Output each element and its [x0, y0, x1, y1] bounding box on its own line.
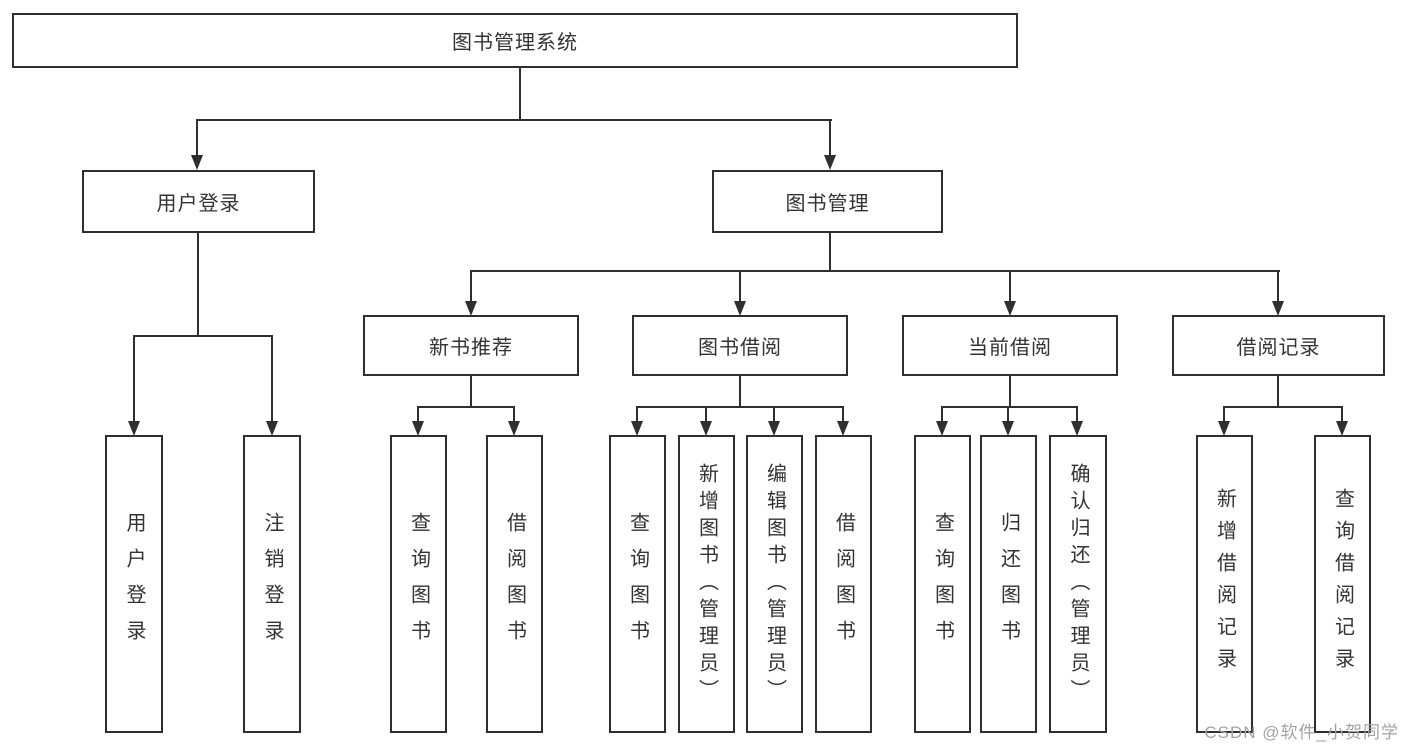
- node-leaf-br-add-record-label: 新增借阅记录: [1213, 488, 1236, 680]
- arrow-down-icon: [824, 155, 836, 170]
- node-leaf-rec-borrow-books: 借阅图书: [486, 435, 543, 733]
- arrow-down-icon: [1218, 421, 1230, 436]
- arrow-down-icon: [465, 301, 477, 316]
- connector-line: [636, 406, 638, 423]
- arrow-down-icon: [700, 421, 712, 436]
- node-borrowing-records: 借阅记录: [1172, 315, 1385, 376]
- connector-line: [1341, 406, 1343, 423]
- connector-line: [196, 119, 832, 121]
- arrow-down-icon: [936, 421, 948, 436]
- node-leaf-bb-add-books: 新增图书（管理员）: [678, 435, 735, 733]
- arrow-down-icon: [1336, 421, 1348, 436]
- connector-line: [739, 270, 741, 303]
- connector-line: [941, 406, 1078, 408]
- node-leaf-bb-edit-books-label: 编辑图书（管理员）: [763, 462, 786, 706]
- connector-line: [470, 270, 472, 303]
- node-leaf-bb-edit-books: 编辑图书（管理员）: [746, 435, 803, 733]
- arrow-down-icon: [191, 155, 203, 170]
- connector-line: [133, 335, 135, 422]
- arrow-down-icon: [508, 421, 520, 436]
- node-user-login-branch: 用户登录: [82, 170, 315, 233]
- connector-line: [271, 335, 273, 422]
- node-leaf-bb-query-books-label: 查询图书: [626, 512, 649, 656]
- node-root: 图书管理系统: [12, 13, 1018, 68]
- connector-line: [1223, 406, 1225, 423]
- connector-line: [1277, 376, 1279, 407]
- arrow-down-icon: [1272, 301, 1284, 316]
- connector-line: [470, 270, 1280, 272]
- node-leaf-bb-add-books-label: 新增图书（管理员）: [695, 462, 718, 706]
- connector-line: [773, 406, 775, 423]
- arrow-down-icon: [412, 421, 424, 436]
- arrow-down-icon: [1004, 301, 1016, 316]
- node-leaf-br-query-record-label: 查询借阅记录: [1331, 488, 1354, 680]
- arrow-down-icon: [768, 421, 780, 436]
- arrow-down-icon: [266, 421, 278, 436]
- csdn-watermark: CSDN @软件_小贺同学: [1204, 723, 1399, 742]
- node-book-borrowing: 图书借阅: [632, 315, 848, 376]
- arrow-down-icon: [128, 421, 140, 436]
- node-book-mgmt-branch: 图书管理: [712, 170, 943, 233]
- connector-line: [739, 376, 741, 407]
- node-leaf-rec-borrow-books-label: 借阅图书: [503, 512, 526, 656]
- node-leaf-cb-query-books-label: 查询图书: [931, 512, 954, 656]
- node-book-mgmt-branch-label: 图书管理: [785, 193, 870, 215]
- connector-line: [1076, 406, 1078, 423]
- connector-line: [197, 233, 199, 336]
- node-leaf-bb-query-books: 查询图书: [609, 435, 666, 733]
- connector-line: [829, 119, 831, 157]
- node-leaf-logout-label: 注销登录: [261, 512, 283, 656]
- connector-line: [1009, 270, 1011, 303]
- node-new-book-rec: 新书推荐: [363, 315, 579, 376]
- arrow-down-icon: [631, 421, 643, 436]
- node-new-book-rec-label: 新书推荐: [429, 337, 513, 359]
- connector-line: [829, 233, 831, 272]
- node-leaf-cb-return-books: 归还图书: [980, 435, 1037, 733]
- node-leaf-cb-return-books-label: 归还图书: [997, 512, 1020, 656]
- arrow-down-icon: [734, 301, 746, 316]
- node-leaf-cb-confirm-return-label: 确认归还（管理员）: [1067, 462, 1089, 706]
- connector-line: [417, 406, 515, 408]
- node-user-login-branch-label: 用户登录: [156, 193, 241, 215]
- node-current-borrowing: 当前借阅: [902, 315, 1118, 376]
- arrow-down-icon: [1071, 421, 1083, 436]
- arrow-down-icon: [1002, 421, 1014, 436]
- node-current-borrowing-label: 当前借阅: [968, 337, 1052, 359]
- connector-line: [1277, 270, 1279, 303]
- connector-line: [470, 376, 472, 407]
- node-leaf-user-login-label: 用户登录: [123, 512, 145, 656]
- node-root-label: 图书管理系统: [452, 32, 578, 54]
- node-leaf-cb-query-books: 查询图书: [914, 435, 971, 733]
- connector-line: [842, 406, 844, 423]
- node-leaf-logout: 注销登录: [243, 435, 301, 733]
- node-leaf-rec-query-books-label: 查询图书: [407, 512, 430, 656]
- node-leaf-rec-query-books: 查询图书: [390, 435, 447, 733]
- arrow-down-icon: [837, 421, 849, 436]
- connector-line: [133, 335, 273, 337]
- connector-line: [417, 406, 419, 423]
- connector-line: [636, 406, 844, 408]
- node-leaf-user-login: 用户登录: [105, 435, 163, 733]
- node-book-borrowing-label: 图书借阅: [698, 337, 782, 359]
- connector-line: [513, 406, 515, 423]
- connector-line: [1223, 406, 1343, 408]
- node-leaf-br-add-record: 新增借阅记录: [1196, 435, 1253, 733]
- connector-line: [1009, 376, 1011, 407]
- connector-line: [941, 406, 943, 423]
- node-borrowing-records-label: 借阅记录: [1236, 337, 1321, 359]
- node-leaf-br-query-record: 查询借阅记录: [1314, 435, 1371, 733]
- node-leaf-bb-borrow-books-label: 借阅图书: [832, 512, 855, 656]
- node-leaf-bb-borrow-books: 借阅图书: [815, 435, 872, 733]
- connector-line: [705, 406, 707, 423]
- connector-line: [1007, 406, 1009, 423]
- connector-line: [196, 119, 198, 157]
- node-leaf-cb-confirm-return: 确认归还（管理员）: [1049, 435, 1107, 733]
- connector-line: [519, 68, 521, 120]
